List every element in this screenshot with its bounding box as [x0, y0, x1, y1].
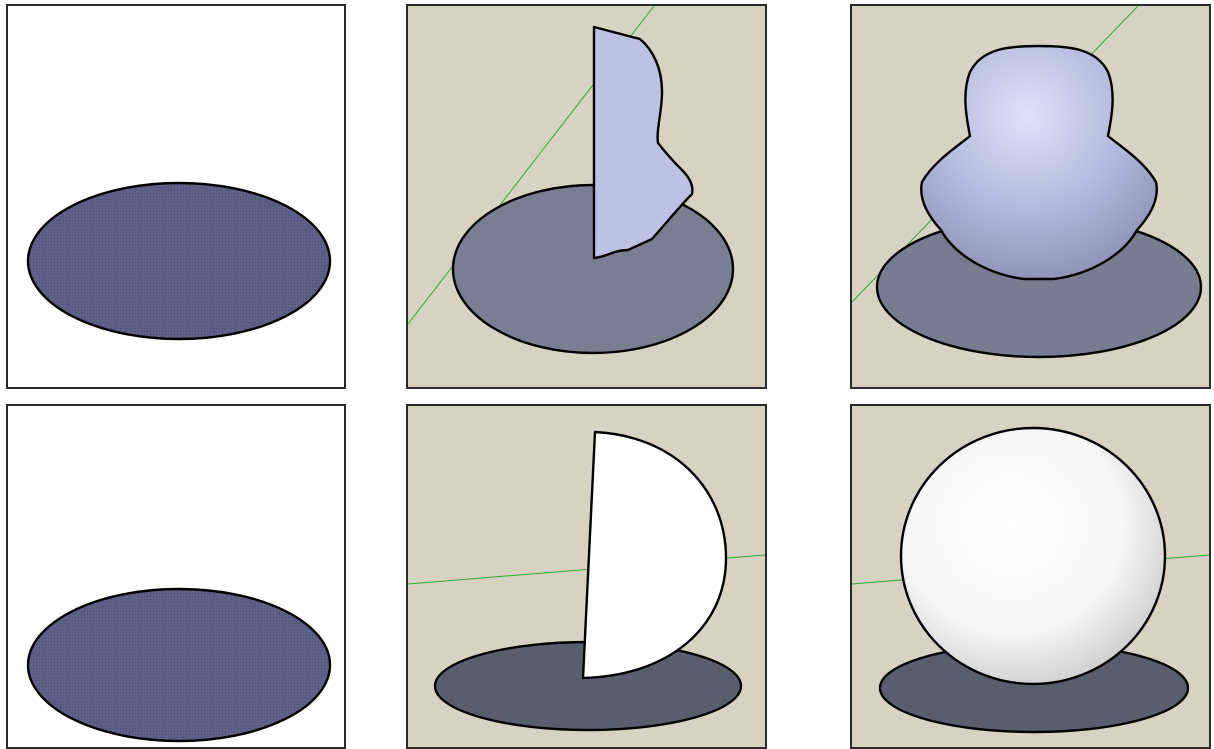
base-circle	[28, 589, 330, 741]
sphere-step-1-canvas	[8, 406, 344, 747]
vase-step-1-canvas	[8, 6, 344, 387]
vase-step-1-panel	[6, 4, 346, 389]
sphere-solid	[901, 428, 1165, 684]
vase-step-3-canvas	[852, 6, 1209, 387]
vase-step-3-panel	[850, 4, 1211, 389]
sphere-step-3-panel	[850, 404, 1211, 749]
sphere-step-3-canvas	[852, 406, 1209, 747]
base-circle	[28, 183, 330, 339]
vase-step-2-panel	[406, 4, 767, 389]
sphere-step-1-panel	[6, 404, 346, 749]
sphere-step-2-canvas	[408, 406, 765, 747]
sphere-step-2-panel	[406, 404, 767, 749]
vase-step-2-canvas	[408, 6, 765, 387]
